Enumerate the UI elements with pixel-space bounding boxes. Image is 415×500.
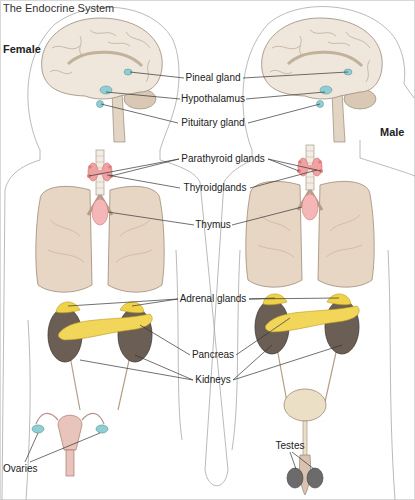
diagram-title: The Endocrine System [3,2,114,14]
part-label: Kidneys [195,374,231,386]
part-label: Adrenal glands [180,293,247,305]
ovary [96,425,108,433]
part-label: Thyroidglands [184,182,247,194]
female-chest [36,150,164,292]
sex-heading: Female [3,43,41,55]
bladder [284,389,326,421]
uterus [32,413,108,476]
part-label: Pineal gland [185,72,240,84]
male-abdomen [255,294,359,402]
testis [307,468,323,488]
hand-outline [205,470,228,486]
male-brain [262,18,383,142]
leader-lines [25,72,348,469]
part-label: Parathyroid glands [181,153,264,165]
part-label: Pancreas [192,349,234,361]
urethra [303,421,307,458]
leader-line [25,433,100,462]
sex-heading: Male [380,126,404,138]
testis [287,468,303,488]
vagina [66,450,74,476]
part-label: Testes [276,440,305,452]
uterus-body [58,415,82,450]
part-label: Hypothalamus [181,93,245,105]
part-label: Ovaries [3,463,37,475]
part-label: Thymus [195,219,231,231]
part-label: Pituitary gland [181,117,244,129]
leader-line [290,452,314,469]
ovary [32,425,44,433]
female-brain [42,18,163,142]
male-chest [246,145,374,287]
